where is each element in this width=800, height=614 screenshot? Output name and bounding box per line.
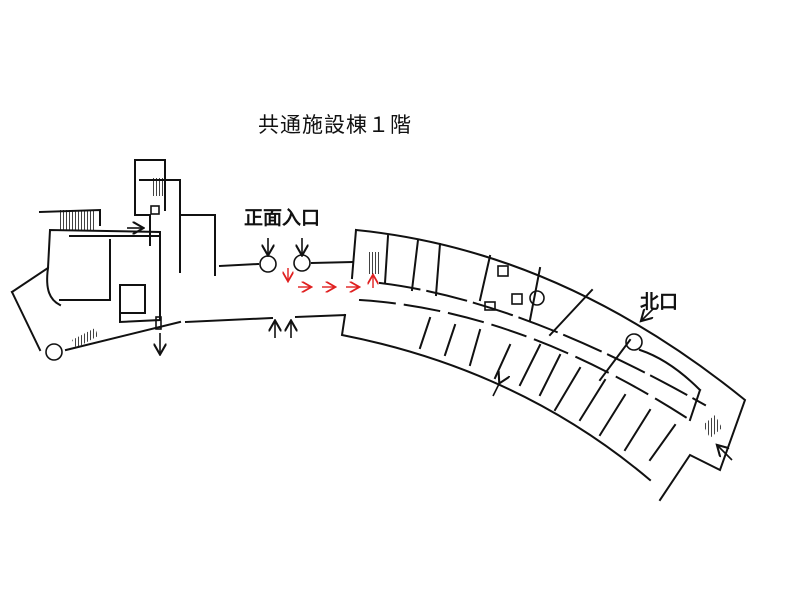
stairs-icon: [368, 252, 380, 274]
floor-title: 共通施設棟１階: [258, 113, 412, 137]
arrow-icon: [642, 307, 655, 320]
arrow-icon: [718, 446, 733, 461]
main-door-icon: [259, 255, 277, 273]
stairs-icon: [72, 328, 98, 348]
accessible-restroom-icon: [484, 301, 496, 311]
north-entrance-label: 北口: [640, 291, 679, 313]
arrow-icon: [492, 382, 500, 397]
restroom-icon: [511, 293, 523, 305]
east-wing: [340, 228, 747, 502]
stairs-icon: [152, 178, 164, 196]
elevator-icon: [529, 290, 545, 306]
main-corridor: [184, 238, 373, 338]
west-wing: [10, 159, 216, 361]
north-door-icon: [625, 333, 643, 351]
route-arrows: [288, 268, 373, 288]
stairs-icon: [703, 415, 722, 438]
main-entrance-label: 正面入口: [244, 207, 321, 229]
elevator-icon: [150, 205, 160, 215]
stairs-icon: [60, 210, 95, 230]
main-door-icon: [293, 254, 311, 272]
restroom-icon: [497, 265, 509, 277]
